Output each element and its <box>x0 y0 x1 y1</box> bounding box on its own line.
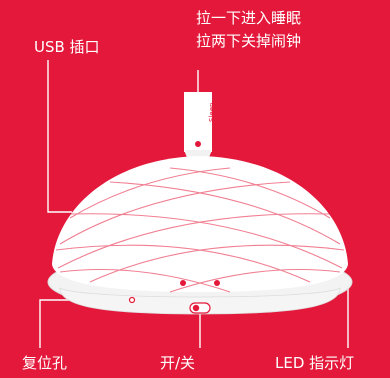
power-switch-label: 开/关 <box>160 354 196 372</box>
reset-hole[interactable] <box>128 296 136 304</box>
pull-alarm-off-label: 拉两下关掉闹钟 <box>196 32 302 50</box>
reset-hole-label: 复位孔 <box>22 354 68 372</box>
led-indicator-label: LED 指示灯 <box>275 354 355 372</box>
pull-tag: Sleep <box>184 92 216 160</box>
usb-port-label: USB 插口 <box>34 38 100 56</box>
led-dot-right <box>214 280 220 286</box>
tag-brand-logo: Sleep <box>208 102 216 122</box>
pull-sleep-label: 拉一下进入睡眠 <box>196 9 302 27</box>
usb-callout-line <box>47 60 72 213</box>
device-body <box>47 156 353 315</box>
quilt-pattern <box>55 167 345 293</box>
led-dot-left <box>180 280 186 286</box>
